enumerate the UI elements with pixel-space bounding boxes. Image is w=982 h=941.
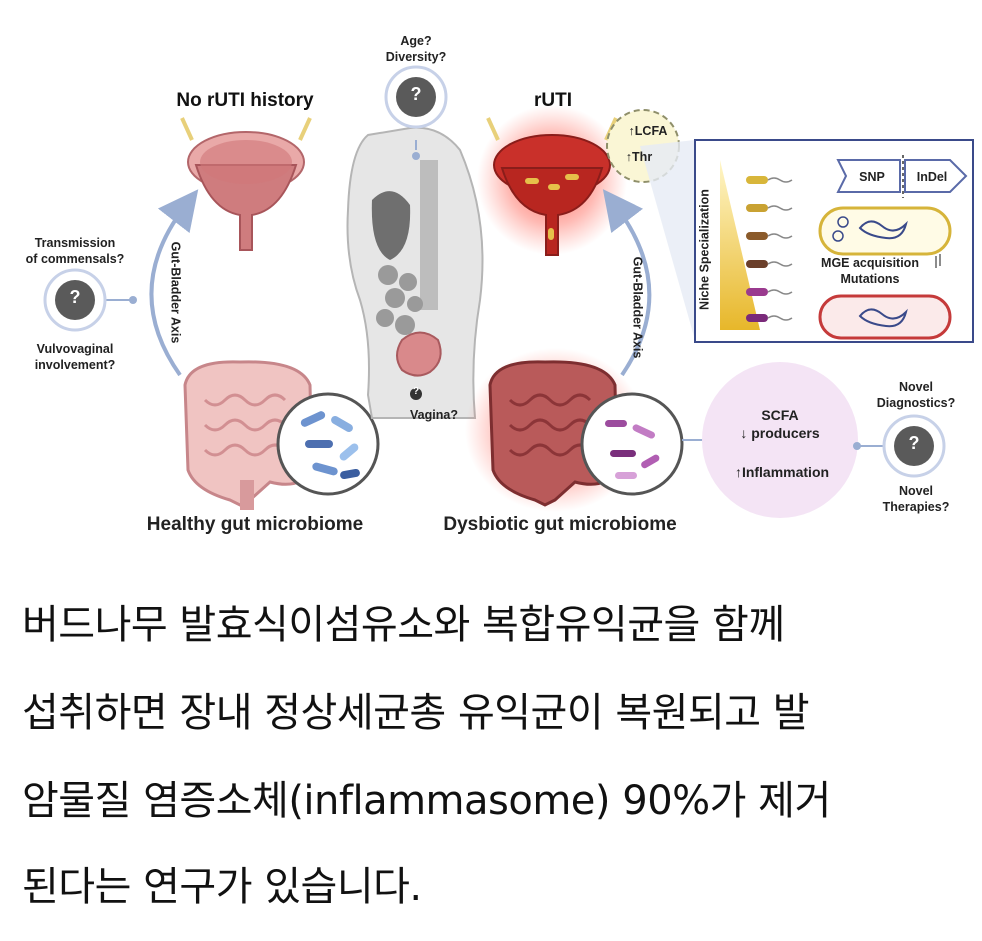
mge-label: MGE acquisition [821, 256, 919, 270]
scfa-circle [702, 362, 946, 518]
axis-label-left: Gut-Bladder Axis [168, 241, 183, 344]
mutations-label: Mutations [840, 272, 900, 286]
diagram-canvas [43, 65, 974, 518]
caption-line-2: 섭취하면 장내 정상세균총 유익균이 복원되고 발 [22, 690, 810, 736]
snp-label: SNP [859, 170, 885, 184]
q-involvement: involvement? [34, 358, 116, 372]
lcfa-label: ↑LCFA [628, 124, 668, 138]
q-diagnostics: Diagnostics? [876, 396, 956, 410]
body-figure [346, 65, 484, 419]
healthy-bladder [180, 117, 312, 251]
dysbiotic-gut [465, 348, 706, 512]
q-transmission: Transmission [34, 236, 116, 250]
inflammation-label: ↑Inflammation [734, 464, 830, 480]
question-icon-vagina: ? [412, 386, 420, 397]
question-icon-right: ? [908, 433, 920, 453]
q-commensals: of commensals? [25, 252, 125, 266]
q-novel-1: Novel [898, 380, 934, 394]
healthy-gut-label: Healthy gut microbiome [146, 514, 364, 535]
right-axis-arrow [602, 189, 652, 377]
left-axis-arrow [149, 189, 199, 377]
producers-text: producers [751, 425, 820, 441]
inflammation-text: Inflammation [741, 464, 830, 480]
niche-panel [640, 139, 974, 343]
thr-label: ↑Thr [625, 150, 653, 164]
left-probe [43, 268, 137, 332]
q-vagina: Vagina? [410, 408, 458, 422]
scfa-label: SCFA [761, 407, 799, 423]
caption-line-1: 버드나무 발효식이섬유소와 복합유익균을 함께 [22, 602, 785, 648]
figure: No rUTI history rUTI Age? Diversity? ? T… [25, 34, 974, 535]
lcfa-text: LCFA [634, 124, 668, 138]
axis-label-right: Gut-Bladder Axis [630, 256, 645, 359]
healthy-gut [183, 360, 380, 510]
q-diversity: Diversity? [385, 50, 447, 64]
caption-line-3: 암물질 염증소체(inflammasome) 90%가 제거 [22, 778, 831, 824]
q-therapies: Therapies? [882, 500, 950, 514]
caption-line-4: 된다는 연구가 있습니다. [22, 864, 422, 910]
rUTI-bladder [477, 105, 627, 256]
title-ruti: rUTI [534, 90, 572, 111]
dysbiotic-gut-label: Dysbiotic gut microbiome [443, 514, 677, 535]
thr-text: Thr [632, 150, 653, 164]
title-no-ruti: No rUTI history [176, 90, 314, 111]
q-vulvovaginal: Vulvovaginal [36, 342, 114, 356]
q-age: Age? [400, 34, 432, 48]
indel-label: InDel [916, 170, 948, 184]
q-novel-2: Novel [898, 484, 934, 498]
question-icon-left: ? [69, 287, 81, 307]
producers-label: ↓ producers [740, 425, 820, 441]
question-icon-top: ? [410, 84, 422, 104]
niche-label: Niche Specialization [697, 189, 712, 310]
